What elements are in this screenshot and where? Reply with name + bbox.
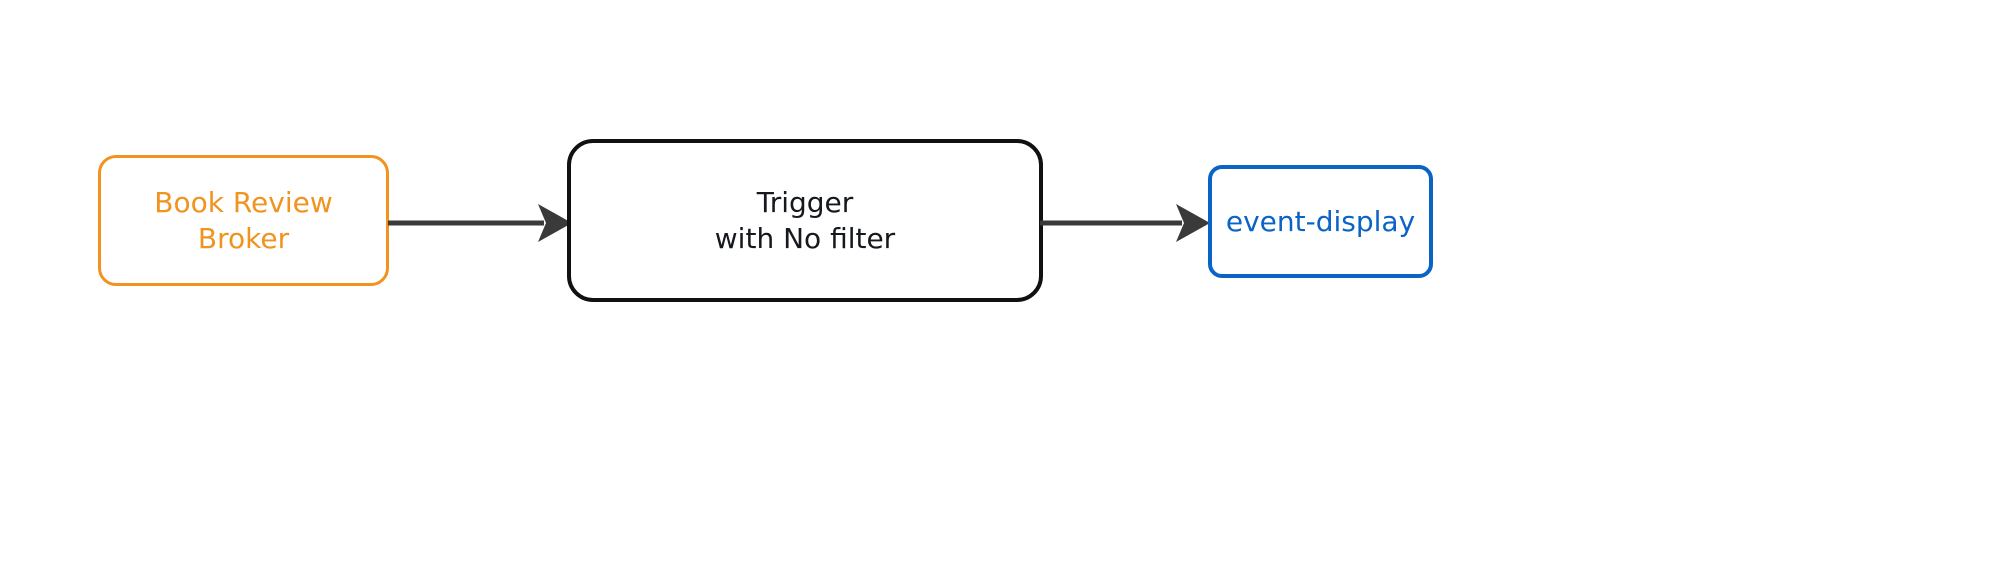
node-book-review-broker[interactable]: Book Review Broker xyxy=(98,155,389,286)
node-trigger-line-1: Trigger xyxy=(756,185,854,219)
edge-trigger-to-sink-arrowhead-icon xyxy=(1176,204,1210,242)
edge-source-to-trigger-arrowhead-icon xyxy=(538,204,572,242)
edge-source-to-trigger xyxy=(388,204,572,242)
edge-trigger-to-sink xyxy=(1040,204,1210,242)
node-trigger-line-2: with No filter xyxy=(714,221,896,255)
node-book-review-broker-line-1: Book Review xyxy=(154,185,333,219)
node-event-display-label: event-display xyxy=(1225,204,1416,238)
node-event-display[interactable]: event-display xyxy=(1208,165,1433,278)
node-book-review-broker-line-2: Broker xyxy=(197,221,290,255)
node-trigger-with-no-filter[interactable]: Trigger with No filter xyxy=(567,139,1043,302)
